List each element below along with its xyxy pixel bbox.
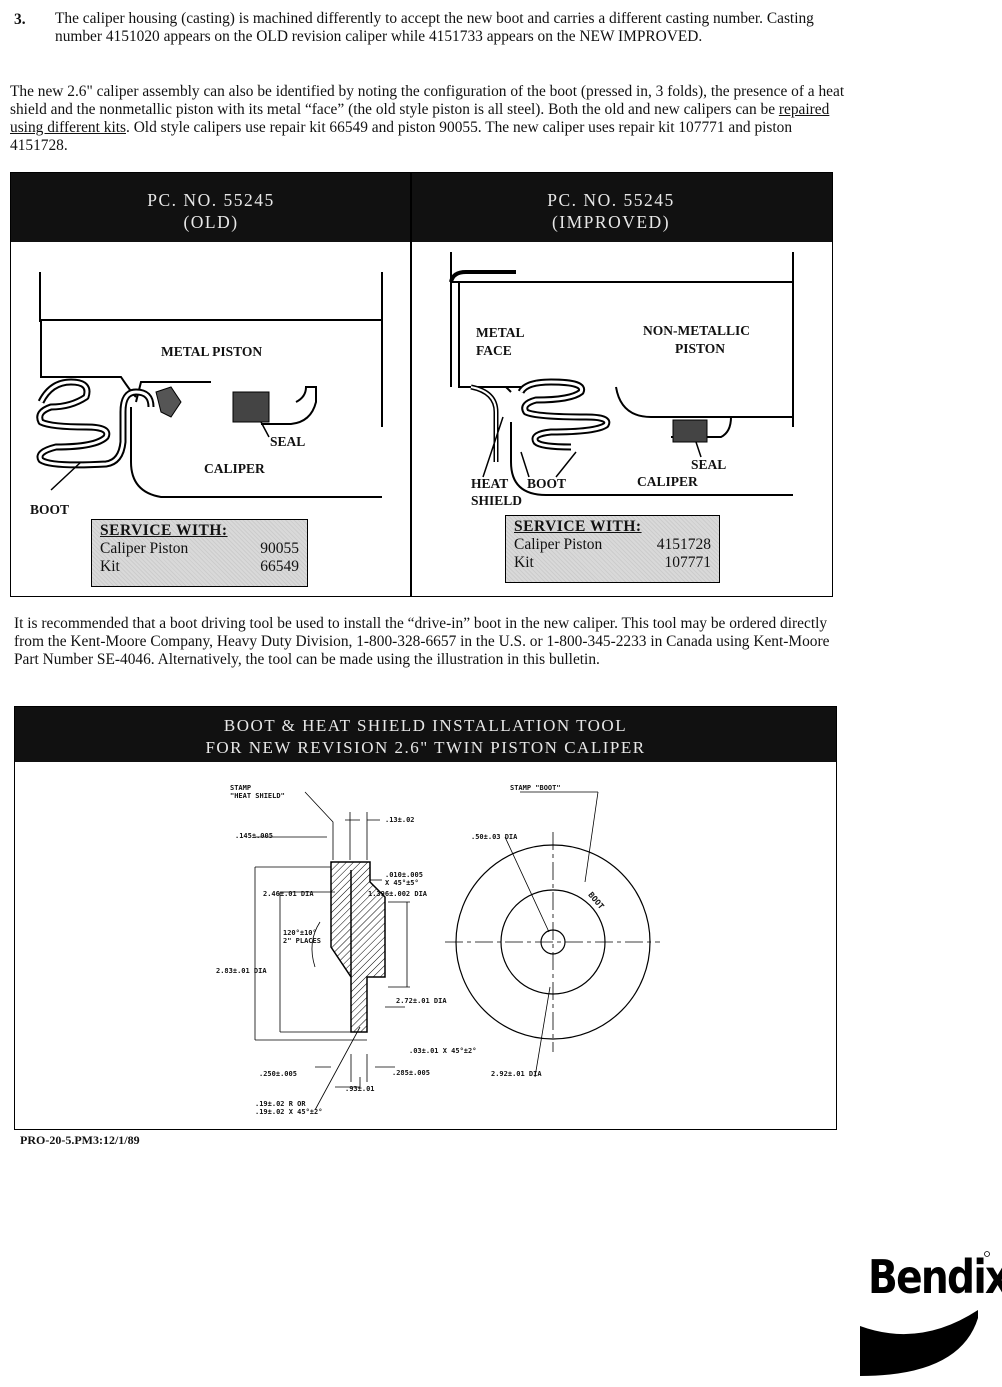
dim-246: 2.46±.01 DIA bbox=[263, 890, 314, 898]
dim-stamp-heat: STAMP"HEAT SHIELD" bbox=[230, 784, 285, 800]
old-caliper-drawing bbox=[36, 272, 383, 498]
dim-stamp-boot: STAMP "BOOT" bbox=[510, 784, 561, 792]
bendix-logo-swoosh bbox=[860, 1251, 990, 1376]
dim-50: .50±.03 DIA bbox=[471, 833, 518, 841]
new-service-part: 107771 bbox=[664, 554, 712, 571]
new-service-heading: SERVICE WITH: bbox=[514, 518, 642, 535]
dim-250: .250±.005 bbox=[259, 1070, 297, 1078]
old-service-part: 66549 bbox=[260, 558, 299, 575]
label-new-seal: SEAL bbox=[691, 457, 727, 472]
dim-120: 120°±10°2" PLACES bbox=[283, 929, 321, 945]
tool-drawing bbox=[254, 791, 660, 1111]
caliper-comparison-figure: PC. NO. 55245 (OLD) PC. NO. 55245 (IMPRO… bbox=[10, 172, 833, 597]
dim-285: .285±.005 bbox=[392, 1069, 430, 1077]
old-boot-shape bbox=[36, 378, 155, 469]
new-caliper-title: PC. NO. 55245 (IMPROVED) bbox=[431, 189, 791, 233]
label-old-boot: BOOT bbox=[30, 502, 70, 517]
document-code: PRO-20-5.PM3:12/1/89 bbox=[20, 1133, 140, 1147]
new-service-item: Kit bbox=[514, 554, 534, 571]
old-service-row: Kit 66549 bbox=[100, 558, 299, 576]
dim-93: .93±.01 bbox=[345, 1085, 375, 1093]
new-service-box: SERVICE WITH: Caliper Piston 4151728 Kit 1… bbox=[505, 515, 720, 583]
label-non-metallic: NON-METALLIC bbox=[643, 323, 751, 338]
label-old-seal: SEAL bbox=[270, 434, 306, 449]
new-revision-label: (IMPROVED) bbox=[551, 212, 671, 232]
identification-paragraph: The new 2.6" caliper assembly can also b… bbox=[10, 83, 850, 155]
label-metal: METAL bbox=[476, 325, 525, 340]
label-shield: SHIELD bbox=[471, 493, 523, 508]
paragraph-text-b: . Old style calipers use repair kit 6654… bbox=[10, 119, 793, 154]
comparison-header-bar bbox=[11, 173, 832, 242]
old-revision-label: (OLD) bbox=[183, 212, 239, 232]
dim-283: 2.83±.01 DIA bbox=[216, 967, 267, 975]
new-service-part: 4151728 bbox=[656, 536, 711, 553]
new-service-row: Kit 107771 bbox=[514, 554, 711, 572]
label-old-caliper: CALIPER bbox=[204, 461, 265, 476]
tool-cross-section bbox=[330, 861, 386, 1033]
label-new-boot: BOOT bbox=[527, 476, 567, 491]
old-part-number: PC. NO. 55245 bbox=[147, 190, 275, 210]
dim-145: .145±.005 bbox=[235, 832, 273, 840]
new-service-row: Caliper Piston 4151728 bbox=[514, 536, 711, 554]
old-service-item: Kit bbox=[100, 558, 120, 575]
label-piston: PISTON bbox=[675, 341, 726, 356]
recommendation-paragraph: It is recommended that a boot driving to… bbox=[14, 615, 830, 668]
item-text: The caliper housing (casting) is machine… bbox=[55, 10, 814, 45]
label-metal-piston: METAL PISTON bbox=[161, 344, 263, 359]
new-part-number: PC. NO. 55245 bbox=[547, 190, 675, 210]
label-new-caliper: CALIPER bbox=[637, 474, 698, 489]
label-heat: HEAT bbox=[471, 476, 509, 491]
dim-292: 2.92±.01 DIA bbox=[491, 1070, 542, 1078]
old-service-heading: SERVICE WITH: bbox=[100, 522, 228, 539]
tool-title: BOOT & HEAT SHIELD INSTALLATION TOOL FOR… bbox=[15, 715, 836, 759]
new-service-item: Caliper Piston bbox=[514, 536, 603, 553]
label-face: FACE bbox=[476, 343, 512, 358]
tool-title-line2: FOR NEW REVISION 2.6" TWIN PISTON CALIPE… bbox=[205, 738, 646, 757]
tool-title-line1: BOOT & HEAT SHIELD INSTALLATION TOOL bbox=[223, 716, 628, 735]
old-service-box: SERVICE WITH: Caliper Piston 90055 Kit 665… bbox=[91, 519, 308, 587]
old-service-part: 90055 bbox=[260, 540, 299, 557]
item-number: 3. bbox=[14, 11, 26, 28]
dim-03: .03±.01 X 45°±2° bbox=[409, 1047, 477, 1055]
new-caliper-drawing bbox=[449, 252, 794, 496]
dim-1396: 1.396±.002 DIA bbox=[368, 890, 428, 898]
old-service-row: Caliper Piston 90055 bbox=[100, 540, 299, 558]
new-seal-shape bbox=[672, 419, 708, 443]
old-service-item: Caliper Piston bbox=[100, 540, 189, 557]
old-caliper-title: PC. NO. 55245 (OLD) bbox=[31, 189, 391, 233]
bendix-logo-text: Bendix bbox=[868, 1250, 1002, 1304]
old-seal-shape bbox=[232, 391, 270, 423]
dim-13: .13±.02 bbox=[385, 816, 415, 824]
comparison-divider bbox=[410, 173, 412, 596]
dim-272: 2.72±.01 DIA bbox=[396, 997, 447, 1005]
tool-header-bar bbox=[15, 707, 836, 762]
paragraph-text-a: The new 2.6" caliper assembly can also b… bbox=[10, 83, 845, 118]
dim-19: .19±.02 R OR.19±.02 X 45°±2° bbox=[255, 1100, 323, 1116]
repair-kits-underlined-text: repaired using different kits bbox=[10, 101, 830, 136]
installation-tool-figure: BOOT & HEAT SHIELD INSTALLATION TOOL FOR… bbox=[14, 706, 837, 1130]
